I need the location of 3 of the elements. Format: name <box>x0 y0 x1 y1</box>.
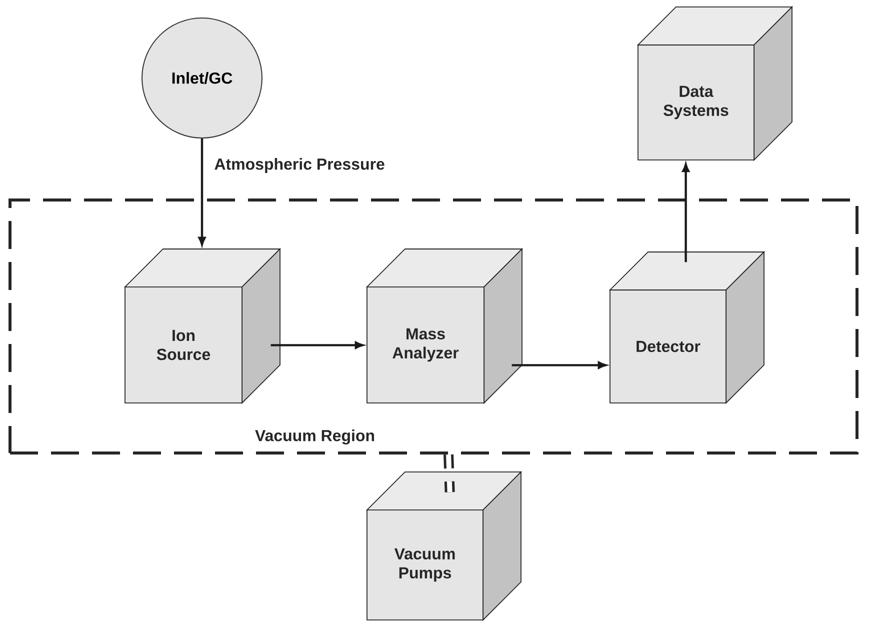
circle-node: Inlet/GC <box>142 18 262 138</box>
arrow <box>198 138 206 246</box>
edge-label: Atmospheric Pressure <box>214 158 384 173</box>
